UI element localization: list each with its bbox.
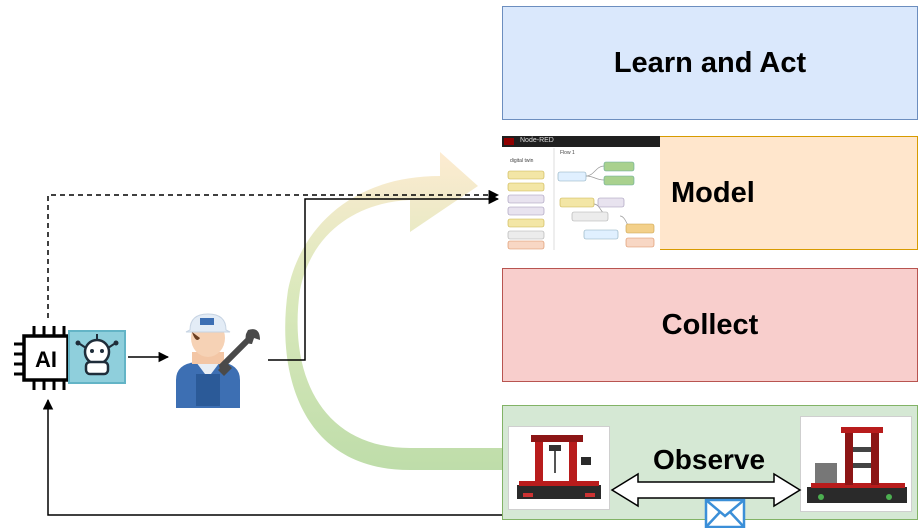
collect-box: Collect [502, 268, 918, 382]
collect-label: Collect [661, 308, 759, 341]
factory-robot-photo [508, 426, 610, 510]
learn-and-act-label: Learn and Act [613, 46, 807, 79]
ai-chip-label: AI [35, 347, 57, 372]
ai-to-model-dashed-arrow [47, 189, 500, 318]
observe-label: Observe [653, 444, 766, 475]
engineer-to-model-arrow [268, 193, 500, 361]
observe-to-ai-feedback-arrow [42, 398, 502, 516]
model-box: Model [502, 136, 918, 250]
node-red-flow-title: Flow 1 [560, 150, 575, 156]
brain-circuit-icon [68, 330, 126, 384]
ai-chip-icon [14, 326, 70, 390]
envelope-icon [704, 498, 746, 528]
node-red-screenshot: Node-RED digital twin Flow 1 [502, 136, 660, 250]
learn-and-act-box: Learn and Act [502, 6, 918, 120]
factory-robot-drawing [517, 435, 601, 499]
node-red-title: Node-RED [520, 137, 554, 144]
node-red-header [502, 136, 660, 147]
node-red-palette-title: digital twin [510, 158, 534, 164]
factory-plant-photo [800, 416, 912, 512]
factory-plant-drawing [807, 427, 907, 503]
node-red-flow-canvas [504, 138, 655, 250]
engineer-with-wrench-icon [176, 313, 260, 408]
bidirectional-communication-arrow [610, 472, 802, 508]
model-label: Model [671, 177, 755, 209]
